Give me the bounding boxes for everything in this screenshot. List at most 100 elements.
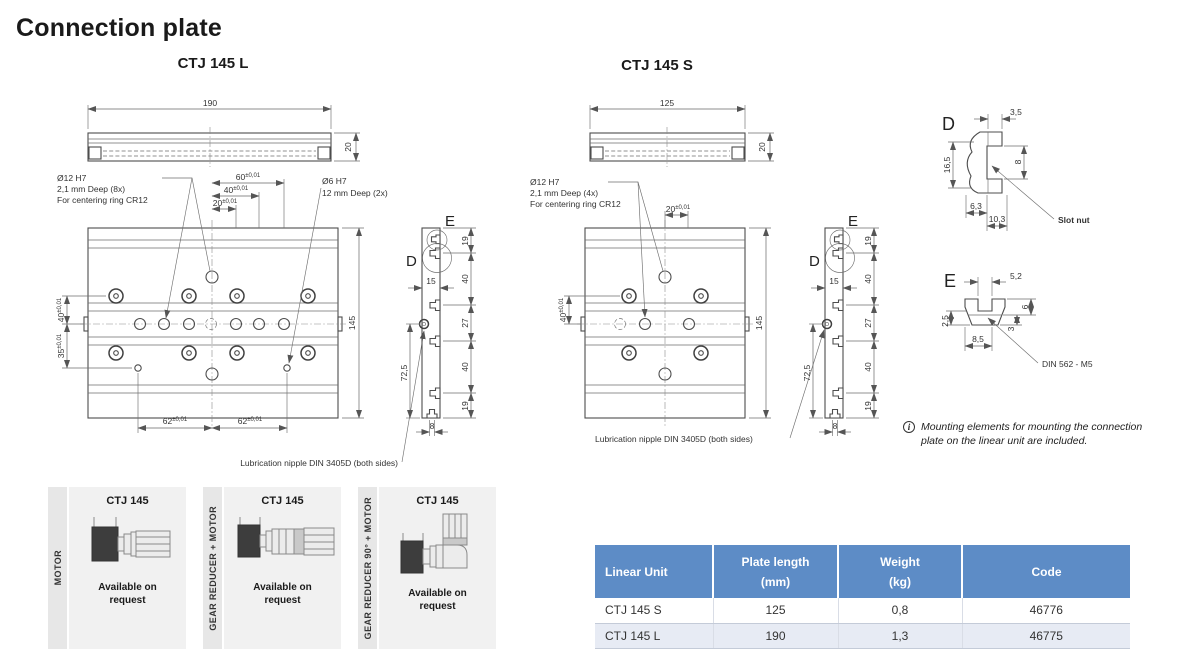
- svg-text:6: 6: [1020, 304, 1030, 309]
- svg-text:10,3: 10,3: [989, 214, 1006, 224]
- svg-text:20: 20: [343, 142, 353, 152]
- svg-text:35±0,01: 35±0,01: [56, 333, 66, 358]
- svg-text:19: 19: [460, 236, 470, 246]
- svg-text:3,5: 3,5: [1010, 107, 1022, 117]
- svg-text:20±0,01: 20±0,01: [666, 204, 691, 214]
- option-model: CTJ 145: [416, 495, 459, 507]
- side-view-profile: E D: [406, 213, 455, 419]
- svg-text:8,5: 8,5: [972, 334, 984, 344]
- svg-text:16,5: 16,5: [942, 156, 952, 173]
- svg-text:8: 8: [833, 421, 838, 431]
- table-row-ctj145s: CTJ 145 S 125 0,8 46776: [595, 598, 1130, 624]
- top-view-body: [589, 127, 746, 167]
- lower-hole-row: [108, 345, 316, 361]
- callout-hole-12h7: Ø12 H7 2,1 mm Deep (4x) For centering ri…: [530, 177, 664, 318]
- svg-text:5,2: 5,2: [1010, 271, 1022, 281]
- gear-reducer-motor-illustration: [237, 517, 334, 558]
- info-note-line2: plate on the linear unit are included.: [921, 435, 1088, 447]
- callout-lubrication-nipple: Lubrication nipple DIN 3405D (both sides…: [595, 329, 825, 444]
- slot-nut-profile: [966, 131, 1003, 194]
- center-hole-row: [133, 317, 291, 331]
- info-note-text: Mounting elements for mounting the conne…: [921, 420, 1142, 448]
- col-header-code: Code: [962, 545, 1130, 598]
- svg-text:2,5: 2,5: [940, 315, 950, 327]
- svg-text:72,5: 72,5: [802, 364, 812, 381]
- cell-weight: 0,8: [838, 598, 963, 624]
- motor-illustration: [91, 517, 170, 562]
- top-view-body: [87, 127, 332, 167]
- callout-slot-nut: Slot nut: [991, 165, 1090, 225]
- svg-text:Ø6 H7: Ø6 H7: [322, 176, 347, 186]
- option-availability: Available on request: [408, 588, 467, 612]
- ctj145s-top-view-drawing: 125 20: [589, 98, 774, 167]
- svg-text:3: 3: [1006, 326, 1016, 331]
- option-category-label: GEAR REDUCER 90° + MOTOR: [362, 496, 373, 640]
- col-header-unit: (mm): [760, 574, 791, 589]
- svg-text:145: 145: [754, 316, 764, 330]
- svg-text:145: 145: [347, 316, 357, 330]
- drawing-title-ctj145s: CTJ 145 S: [621, 57, 693, 74]
- option-category-label: MOTOR: [52, 550, 63, 586]
- detail-d-drawing: D 3,5 16,5 8 6,3 10,3: [942, 107, 1090, 231]
- detail-e-dimensions: 5,2 2,5 6 3 8,5: [940, 271, 1036, 351]
- cell-linear-unit: CTJ 145 L: [595, 623, 714, 649]
- dimension-top-60: 60±0,01 40±0,01 20±0,01: [211, 172, 285, 228]
- info-note: i Mounting elements for mounting the con…: [903, 420, 1199, 448]
- svg-text:40: 40: [460, 274, 470, 284]
- spec-table-header-row: Linear Unit Plate length (mm) Weight (kg…: [595, 545, 1130, 598]
- detail-label-e: E: [848, 213, 858, 230]
- upper-hole-row: [108, 288, 316, 304]
- detail-d-dimensions: 3,5 16,5 8 6,3 10,3: [942, 107, 1028, 231]
- svg-text:Ø12 H7: Ø12 H7: [530, 177, 560, 187]
- option-category-gear-reducer-motor: GEAR REDUCER + MOTOR: [203, 487, 222, 649]
- svg-text:40: 40: [863, 274, 873, 284]
- svg-text:190: 190: [203, 98, 217, 108]
- svg-text:19: 19: [863, 401, 873, 411]
- din-nut-profile: [964, 298, 1006, 326]
- callout-hole-6h7: Ø6 H7 12 mm Deep (2x): [287, 176, 388, 364]
- callout-hole-12h7: Ø12 H7 2,1 mm Deep (8x) For centering ri…: [57, 173, 211, 319]
- svg-text:8: 8: [1013, 159, 1023, 164]
- svg-text:40±0,01: 40±0,01: [558, 297, 568, 322]
- option-panel-gear-reducer-motor: CTJ 145 Available on request: [224, 487, 341, 649]
- svg-text:6,3: 6,3: [970, 201, 982, 211]
- ctj145s-main-view-drawing: Ø12 H7 2,1 mm Deep (4x) For centering ri…: [530, 177, 879, 444]
- side-view-profile: E D: [809, 213, 858, 419]
- detail-e-label: E: [944, 271, 956, 291]
- detail-label-d: D: [406, 253, 417, 270]
- option-panel-motor: CTJ 145 Available on request: [69, 487, 186, 649]
- svg-text:40±0,01: 40±0,01: [224, 185, 249, 195]
- svg-text:12 mm Deep (2x): 12 mm Deep (2x): [322, 188, 388, 198]
- option-category-label: GEAR REDUCER + MOTOR: [207, 505, 218, 631]
- ctj145l-main-view-drawing: Ø12 H7 2,1 mm Deep (8x) For centering ri…: [56, 172, 476, 468]
- svg-text:27: 27: [863, 318, 873, 328]
- callout-lubrication-nipple: Lubrication nipple DIN 3405D (both sides…: [240, 330, 426, 468]
- info-icon: i: [903, 421, 915, 433]
- svg-text:For centering ring CR12: For centering ring CR12: [57, 195, 148, 205]
- detail-circle-e: [426, 229, 448, 251]
- option-model: CTJ 145: [261, 495, 304, 507]
- cell-plate-length: 125: [713, 598, 839, 624]
- callout-din-562: DIN 562 - M5: [987, 317, 1093, 369]
- cell-plate-length: 190: [713, 623, 839, 649]
- dimension-thickness: 20: [748, 132, 774, 162]
- detail-label-e: E: [445, 213, 455, 230]
- cell-linear-unit: CTJ 145 S: [595, 598, 714, 624]
- svg-text:20: 20: [757, 142, 767, 152]
- ctj145l-top-view-drawing: 190 20: [87, 98, 360, 167]
- plate-holes: [614, 270, 709, 381]
- col-header-weight: Weight (kg): [838, 545, 963, 598]
- svg-text:40±0,01: 40±0,01: [56, 297, 66, 322]
- svg-text:62±0,01: 62±0,01: [238, 416, 263, 426]
- detail-circle-d: [422, 243, 452, 273]
- svg-text:19: 19: [863, 236, 873, 246]
- dimension-left-40: 40±0,01 35±0,01: [56, 295, 132, 369]
- svg-text:40: 40: [460, 362, 470, 372]
- svg-text:2,1 mm Deep (4x): 2,1 mm Deep (4x): [530, 188, 598, 198]
- svg-text:60±0,01: 60±0,01: [236, 172, 261, 182]
- side-view-dimensions: 19 40 27 40 19 15 72,5 8: [802, 227, 879, 436]
- dimension-height-145: 145: [749, 227, 771, 419]
- dimension-length: 125: [589, 98, 746, 129]
- col-header-linear-unit: Linear Unit: [595, 545, 714, 598]
- svg-text:Lubrication nipple DIN 3405D (: Lubrication nipple DIN 3405D (both sides…: [240, 458, 398, 468]
